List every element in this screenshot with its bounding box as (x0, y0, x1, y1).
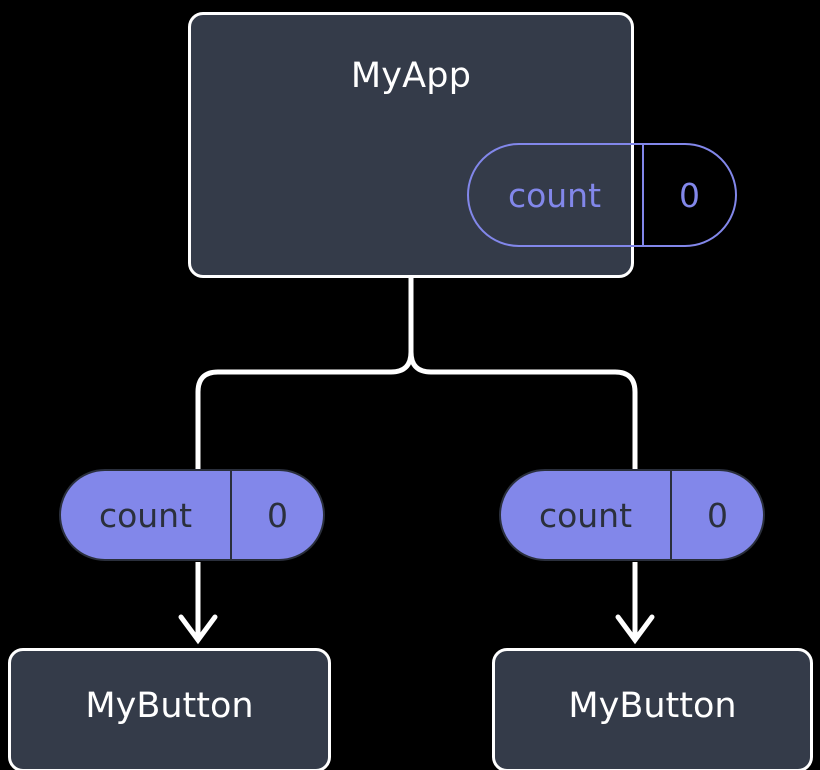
props-pill-value: 0 (707, 495, 728, 535)
arrow-right-head-icon (615, 614, 655, 645)
connector-right-branch (408, 275, 638, 473)
component-label-mybutton: MyButton (568, 686, 737, 726)
props-pill-key: count (501, 471, 672, 559)
component-node-myapp[interactable]: MyApp count 0 (188, 12, 737, 278)
props-pill-value: 0 (267, 495, 288, 535)
state-pill-key: count (469, 145, 644, 245)
props-pill-key: count (61, 471, 232, 559)
connector-left-branch (195, 275, 414, 473)
component-node-mybutton-left[interactable]: MyButton (8, 648, 331, 770)
state-pill-count-myapp[interactable]: count 0 (467, 143, 737, 247)
state-pill-value: 0 (679, 175, 700, 215)
component-node-mybutton-right[interactable]: MyButton (492, 648, 813, 770)
arrow-left-head-icon (178, 614, 218, 645)
props-pill-count-left[interactable]: count 0 (59, 469, 325, 561)
component-label-myapp: MyApp (350, 56, 472, 96)
component-label-mybutton: MyButton (85, 686, 254, 726)
props-pill-count-right[interactable]: count 0 (499, 469, 765, 561)
